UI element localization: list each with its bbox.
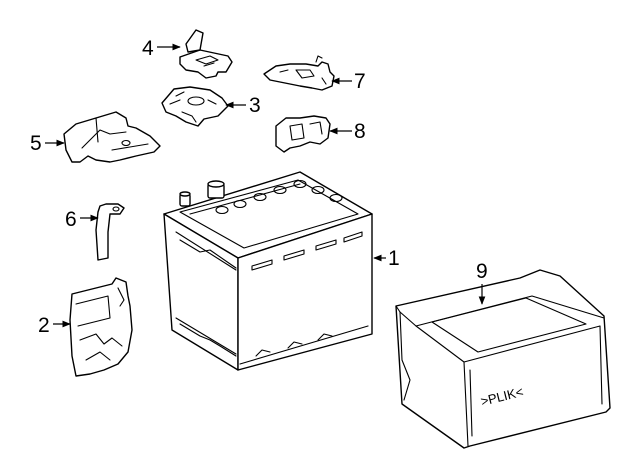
callout-4: 4 (142, 37, 181, 60)
callout-2: 2 (38, 314, 71, 337)
callout-7: 7 (331, 70, 366, 93)
part-7-terminal-connector[interactable] (263, 55, 335, 91)
part-3-terminal-clamp-cover[interactable] (161, 86, 229, 127)
part-1-battery[interactable] (163, 171, 373, 371)
callout-9: 9 (476, 260, 488, 305)
callout-1: 1 (373, 247, 400, 270)
part-4-terminal-cover[interactable] (179, 29, 233, 79)
callout-3: 3 (225, 94, 261, 117)
callout-2-label: 2 (38, 314, 50, 337)
callout-3-label: 3 (249, 94, 261, 117)
callout-9-label: 9 (476, 260, 488, 283)
part-5-positive-terminal-cover[interactable] (63, 111, 161, 163)
callout-5-label: 5 (30, 132, 42, 155)
callout-6: 6 (65, 208, 99, 231)
callout-8-label: 8 (354, 120, 366, 143)
callout-7-label: 7 (354, 70, 366, 93)
part-2-support-bracket[interactable] (69, 277, 133, 377)
part-9-battery-tray[interactable]: >PLIK< (395, 269, 611, 449)
callout-1-label: 1 (388, 247, 400, 270)
callout-8: 8 (329, 120, 366, 143)
part-8-clamp-bracket[interactable] (275, 115, 331, 153)
callout-4-label: 4 (142, 37, 154, 60)
callout-5: 5 (30, 132, 65, 155)
part-6-hold-down-strap[interactable] (95, 203, 125, 261)
callout-6-label: 6 (65, 208, 77, 231)
